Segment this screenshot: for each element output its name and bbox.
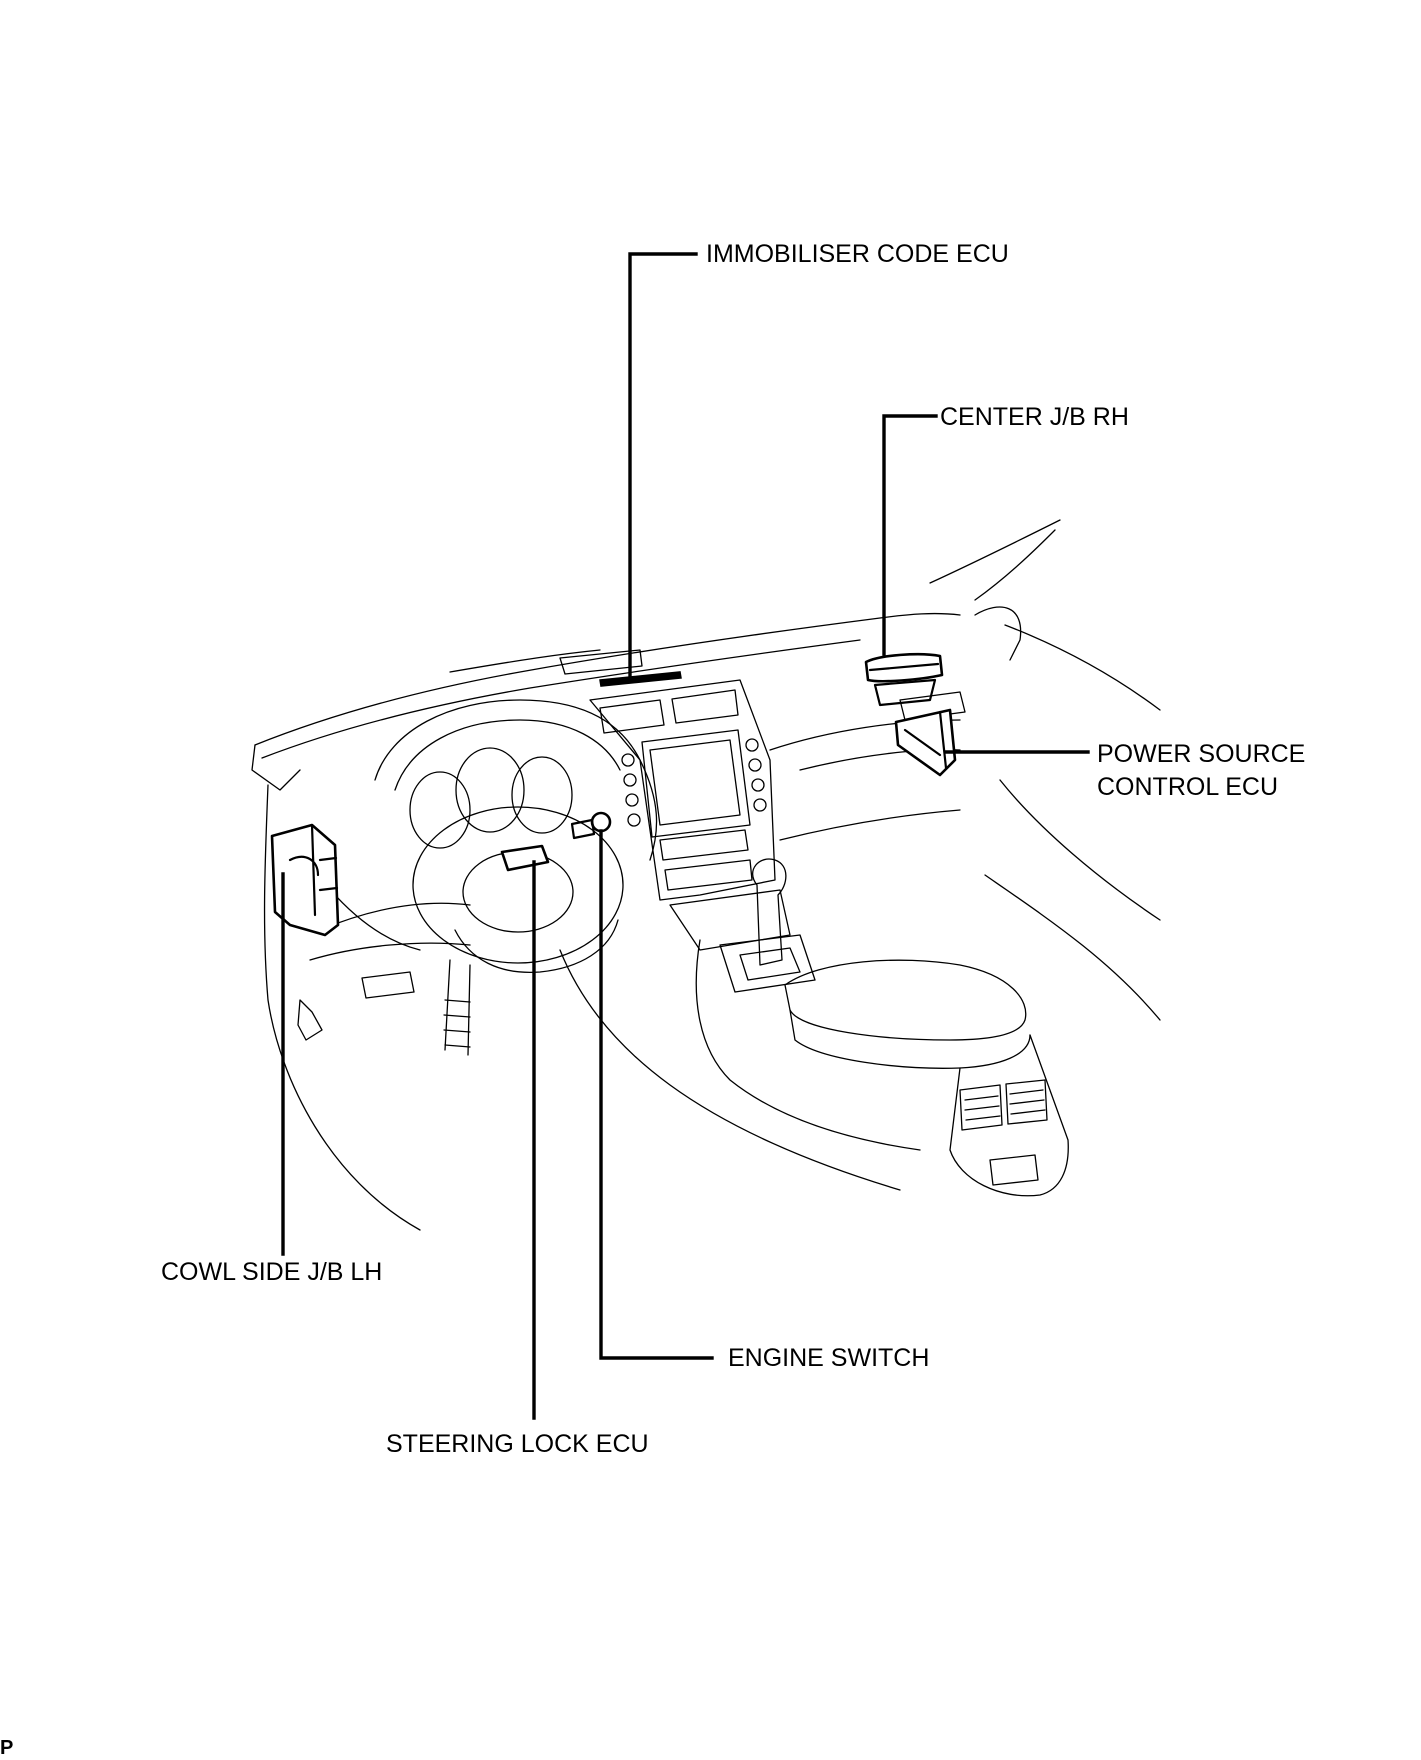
- windshield-edge: [929, 519, 1061, 584]
- lower-dash-line: [309, 942, 471, 961]
- callout-labels: IMMOBILISER CODE ECU CENTER J/B RH POWER…: [161, 240, 1305, 1458]
- cowl-side-jb-lh-part: [270, 823, 340, 937]
- dashboard-interior-illustration: [251, 519, 1161, 1231]
- label-engine-switch: ENGINE SWITCH: [728, 1344, 929, 1372]
- label-center-jb-rh: CENTER J/B RH: [940, 403, 1129, 431]
- hood-release: [361, 971, 415, 999]
- immobiliser-code-ecu-part: [599, 671, 682, 687]
- leader-immobiliser-code-ecu: [628, 252, 698, 678]
- cluster-hood-inner: [394, 719, 621, 791]
- dashboard-top-inner: [261, 639, 861, 759]
- armrest-edge: [789, 1009, 1031, 1069]
- dashboard-top-edge: [254, 612, 961, 746]
- center-knobs: [621, 738, 767, 827]
- cluster-hood: [374, 699, 658, 861]
- center-display: [649, 739, 741, 826]
- label-steering-lock-ecu: STEERING LOCK ECU: [386, 1430, 649, 1458]
- label-immobiliser-code-ecu: IMMOBILISER CODE ECU: [706, 240, 1009, 268]
- shift-gate: [719, 934, 816, 993]
- door-panel-right: [999, 779, 1161, 921]
- center-display-bezel: [641, 729, 751, 838]
- rear-vents: [959, 1079, 1048, 1131]
- door-frame-right: [974, 606, 1022, 661]
- shift-gate-inner: [739, 947, 801, 981]
- seat-side-right: [984, 874, 1161, 1021]
- steering-column-boot: [443, 999, 471, 1048]
- power-source-control-ecu-detail: [903, 710, 948, 770]
- engine-switch-part: [590, 811, 612, 833]
- leader-center-jb-rh: [882, 414, 938, 656]
- center-stack-outline: [589, 679, 776, 901]
- defroster-slot: [559, 649, 643, 675]
- console-rear: [949, 1034, 1069, 1197]
- footer-mark: P: [0, 1737, 13, 1759]
- engine-switch-button-left: [570, 818, 596, 840]
- steering-wheel-spokes: [454, 919, 619, 974]
- dashboard-crease: [449, 649, 601, 673]
- passenger-vent: [899, 691, 966, 721]
- gauge-left: [409, 771, 471, 849]
- gear-knob: [751, 858, 787, 966]
- center-buttons: [659, 829, 753, 891]
- cowl-side-jb-lh-detail: [288, 823, 339, 917]
- leader-engine-switch: [599, 829, 714, 1360]
- floor-line: [559, 949, 901, 1191]
- console-tray: [989, 1154, 1039, 1186]
- leader-lines: [281, 252, 1090, 1420]
- steering-wheel-rim: [412, 806, 624, 964]
- label-cowl-side-jb-lh: COWL SIDE J/B LH: [161, 1258, 382, 1286]
- a-pillar-right: [974, 529, 1056, 601]
- label-power-source-control-ecu-line1: POWER SOURCE: [1097, 740, 1305, 768]
- center-vents-top: [599, 689, 739, 734]
- label-power-source-control-ecu-line2: CONTROL ECU: [1097, 773, 1278, 801]
- passenger-dash-lower: [779, 809, 961, 841]
- armrest-top: [784, 959, 1027, 1041]
- console-side: [695, 939, 921, 1151]
- gauge-right: [511, 756, 573, 834]
- steering-column: [444, 959, 471, 1056]
- center-jb-rh-detail: [868, 662, 940, 707]
- center-stack-lower: [669, 889, 791, 951]
- dashboard-left-end: [251, 744, 301, 791]
- gauge-center: [455, 747, 525, 833]
- steering-lock-ecu-part: [500, 844, 550, 872]
- knee-bolster: [319, 902, 471, 931]
- dashboard-left-wall: [263, 784, 421, 1231]
- pedal-left: [297, 999, 323, 1041]
- door-line-right: [1004, 624, 1161, 711]
